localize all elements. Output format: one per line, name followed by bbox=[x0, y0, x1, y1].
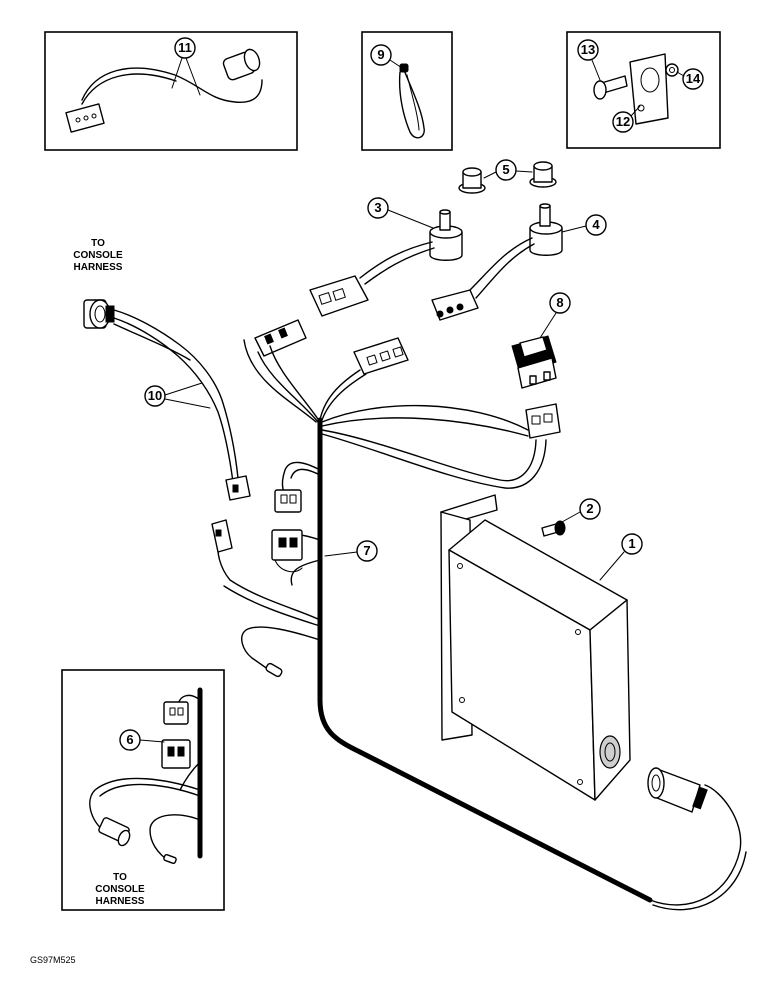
controller-module-icon bbox=[440, 494, 631, 801]
console-harness-label-top: TO CONSOLE HARNESS bbox=[73, 238, 123, 273]
svg-text:14: 14 bbox=[686, 71, 701, 86]
svg-text:5: 5 bbox=[502, 162, 509, 177]
screw-icon bbox=[541, 520, 566, 537]
main-trunk bbox=[317, 417, 653, 903]
connector-k-icon bbox=[161, 739, 191, 769]
connector-e-icon bbox=[525, 403, 561, 439]
connector-h-icon bbox=[211, 519, 233, 553]
sensor-plug-icon bbox=[98, 817, 131, 847]
figure-code: GS97M525 bbox=[30, 955, 76, 965]
plug-connector-icon bbox=[65, 103, 105, 133]
callout-5: 5 bbox=[495, 159, 517, 181]
nut-icon bbox=[665, 63, 679, 77]
connector-g-icon bbox=[271, 529, 303, 573]
bolt-icon bbox=[593, 75, 628, 100]
potentiometer-right-icon bbox=[529, 203, 563, 256]
callout-1: 1 bbox=[621, 533, 643, 555]
svg-text:4: 4 bbox=[592, 217, 600, 232]
callout-3: 3 bbox=[367, 197, 389, 219]
potentiometer-left-icon bbox=[429, 209, 463, 261]
round-plug-module-icon bbox=[647, 767, 708, 813]
round-connector-console-icon bbox=[83, 299, 115, 329]
inset-item-9: 9 bbox=[361, 31, 453, 151]
svg-text:10: 10 bbox=[148, 388, 162, 403]
callout-8: 8 bbox=[549, 292, 571, 314]
svg-text:3: 3 bbox=[374, 200, 381, 215]
console-harness-label-bottom: TO CONSOLE HARNESS bbox=[95, 872, 145, 907]
knob-left-icon bbox=[458, 167, 486, 194]
svg-text:1: 1 bbox=[628, 536, 635, 551]
callout-7: 7 bbox=[356, 540, 378, 562]
svg-text:7: 7 bbox=[363, 543, 370, 558]
svg-text:HARNESS: HARNESS bbox=[96, 896, 145, 907]
svg-text:12: 12 bbox=[616, 114, 630, 129]
connector-j-icon bbox=[163, 701, 189, 725]
inset-items-12-13-14: 13 14 12 bbox=[566, 31, 721, 149]
connector-c-icon bbox=[254, 319, 307, 357]
bracket-icon bbox=[629, 53, 669, 125]
svg-text:HARNESS: HARNESS bbox=[74, 262, 123, 273]
round-connector-icon bbox=[222, 48, 261, 81]
connector-block-a-icon bbox=[309, 275, 369, 317]
svg-text:2: 2 bbox=[586, 501, 593, 516]
callout-11: 11 bbox=[174, 37, 196, 59]
callout-4: 4 bbox=[585, 214, 607, 236]
callout-12: 12 bbox=[612, 111, 634, 133]
rocker-switch-icon bbox=[511, 335, 557, 389]
svg-text:CONSOLE: CONSOLE bbox=[95, 884, 145, 895]
inset-item-6: 6 TO CONSOLE HARNESS bbox=[61, 669, 225, 911]
callout-9: 9 bbox=[370, 44, 392, 66]
connector-f-icon bbox=[274, 489, 302, 513]
sensor-probe-icon bbox=[265, 662, 283, 678]
inset-item-11: 11 bbox=[44, 31, 298, 151]
knob-right-icon bbox=[529, 161, 557, 188]
callout-2: 2 bbox=[579, 498, 601, 520]
callout-6: 6 bbox=[119, 729, 141, 751]
svg-text:6: 6 bbox=[126, 732, 133, 747]
svg-text:9: 9 bbox=[377, 47, 384, 62]
svg-text:TO: TO bbox=[113, 872, 127, 883]
callout-13: 13 bbox=[577, 39, 599, 61]
svg-text:8: 8 bbox=[556, 295, 563, 310]
connector-block-b-icon bbox=[431, 289, 479, 321]
connector-d-icon bbox=[353, 337, 409, 375]
svg-text:11: 11 bbox=[178, 40, 192, 55]
svg-text:TO: TO bbox=[91, 238, 105, 249]
connector-i-icon bbox=[225, 475, 251, 501]
module-socket-icon bbox=[599, 735, 621, 769]
callout-14: 14 bbox=[682, 68, 704, 90]
callout-10: 10 bbox=[144, 385, 166, 407]
svg-text:CONSOLE: CONSOLE bbox=[73, 250, 123, 261]
svg-text:13: 13 bbox=[581, 42, 595, 57]
